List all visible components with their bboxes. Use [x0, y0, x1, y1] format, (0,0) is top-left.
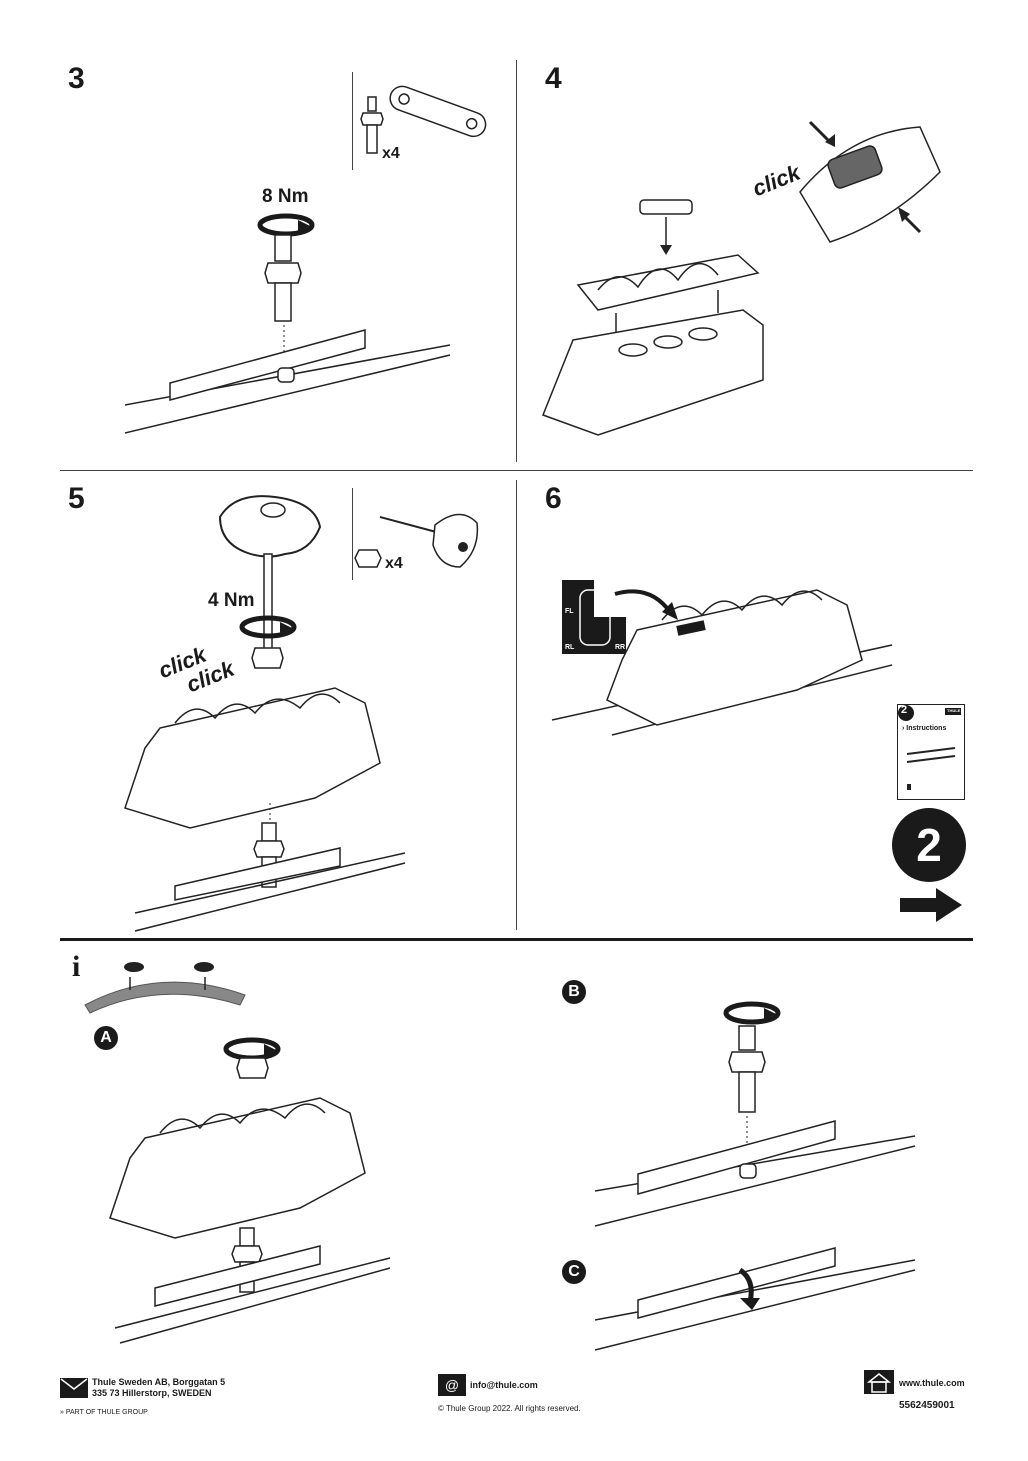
footer-group-text: PART OF THULE GROUP [65, 1409, 148, 1416]
footer-address-line1: Thule Sweden AB, Borggatan 5 [92, 1377, 226, 1387]
step-3-number: 3 [68, 62, 85, 95]
position-rl-label: RL [565, 644, 575, 651]
footer-group: » PART OF THULE GROUP [60, 1407, 148, 1418]
footer-doc-number: 5562459001 [899, 1400, 955, 1411]
divider-vertical-mid [516, 480, 517, 930]
footer-email[interactable]: info@thule.com [470, 1380, 538, 1390]
step-5-quantity: x4 [385, 555, 403, 572]
step-5-parts-divider [352, 488, 353, 580]
info-icon: i [72, 950, 81, 983]
envelope-icon [60, 1378, 88, 1398]
variant-a-foot-illustration [109, 1057, 391, 1344]
info-roof-curve-illustration [84, 962, 246, 1014]
position-fl-label: FL [565, 608, 574, 615]
step-3-torque: 8 Nm [262, 186, 309, 207]
step-6-position-diagram [562, 580, 626, 654]
step-4-number: 4 [545, 62, 562, 95]
house-icon [864, 1370, 894, 1394]
step-6-foot-illustration [551, 589, 893, 736]
step-5-parts-illustration [354, 513, 479, 568]
booklet-cover-number: 2 [901, 704, 908, 716]
step-4-detail-illustration [799, 120, 941, 243]
step-3-parts-divider [352, 72, 353, 170]
divider-vertical-top [516, 60, 517, 462]
position-rr-label: RR [615, 644, 626, 651]
footer-copyright: © Thule Group 2022. All rights reserved. [438, 1404, 581, 1413]
footer-address-line2: 335 73 Hillerstorp, SWEDEN [92, 1388, 212, 1398]
step-4-foot-illustration [542, 199, 764, 436]
variant-a-badge: A [94, 1026, 118, 1050]
step-5-torque: 4 Nm [208, 590, 255, 611]
step-5-rotation-icon [239, 615, 297, 639]
variant-b-bolt-illustration [594, 1025, 916, 1227]
next-booklet-number-badge: 2 [892, 808, 966, 882]
variant-c-rail-illustration [594, 1247, 916, 1351]
step-5-torque-handle [218, 495, 322, 653]
footer-web[interactable]: www.thule.com [899, 1378, 965, 1388]
step-5-number: 5 [68, 482, 85, 515]
email-at-icon: @ [438, 1374, 466, 1396]
step-3-rotation-icon [257, 213, 315, 237]
arrow-right-icon [900, 888, 962, 922]
divider-horizontal-mid [60, 470, 973, 471]
variant-b-badge: B [562, 980, 586, 1004]
variant-b-rotation-icon [723, 1001, 781, 1025]
svg-text:@: @ [445, 1377, 459, 1393]
step-5-foot-illustration [124, 647, 406, 932]
divider-horizontal-bottom [60, 938, 973, 941]
step-3-bolt-illustration [124, 234, 451, 434]
step-3-quantity: x4 [382, 145, 400, 162]
step-6-number: 6 [545, 482, 562, 515]
chevron-icon: » [60, 1409, 64, 1416]
step-3-parts-illustration [360, 85, 487, 154]
next-booklet-cover [897, 704, 965, 800]
booklet-cover-text: › Instructions [902, 725, 947, 732]
variant-c-badge: C [562, 1260, 586, 1284]
booklet-cover-brand: THULE [947, 708, 961, 713]
